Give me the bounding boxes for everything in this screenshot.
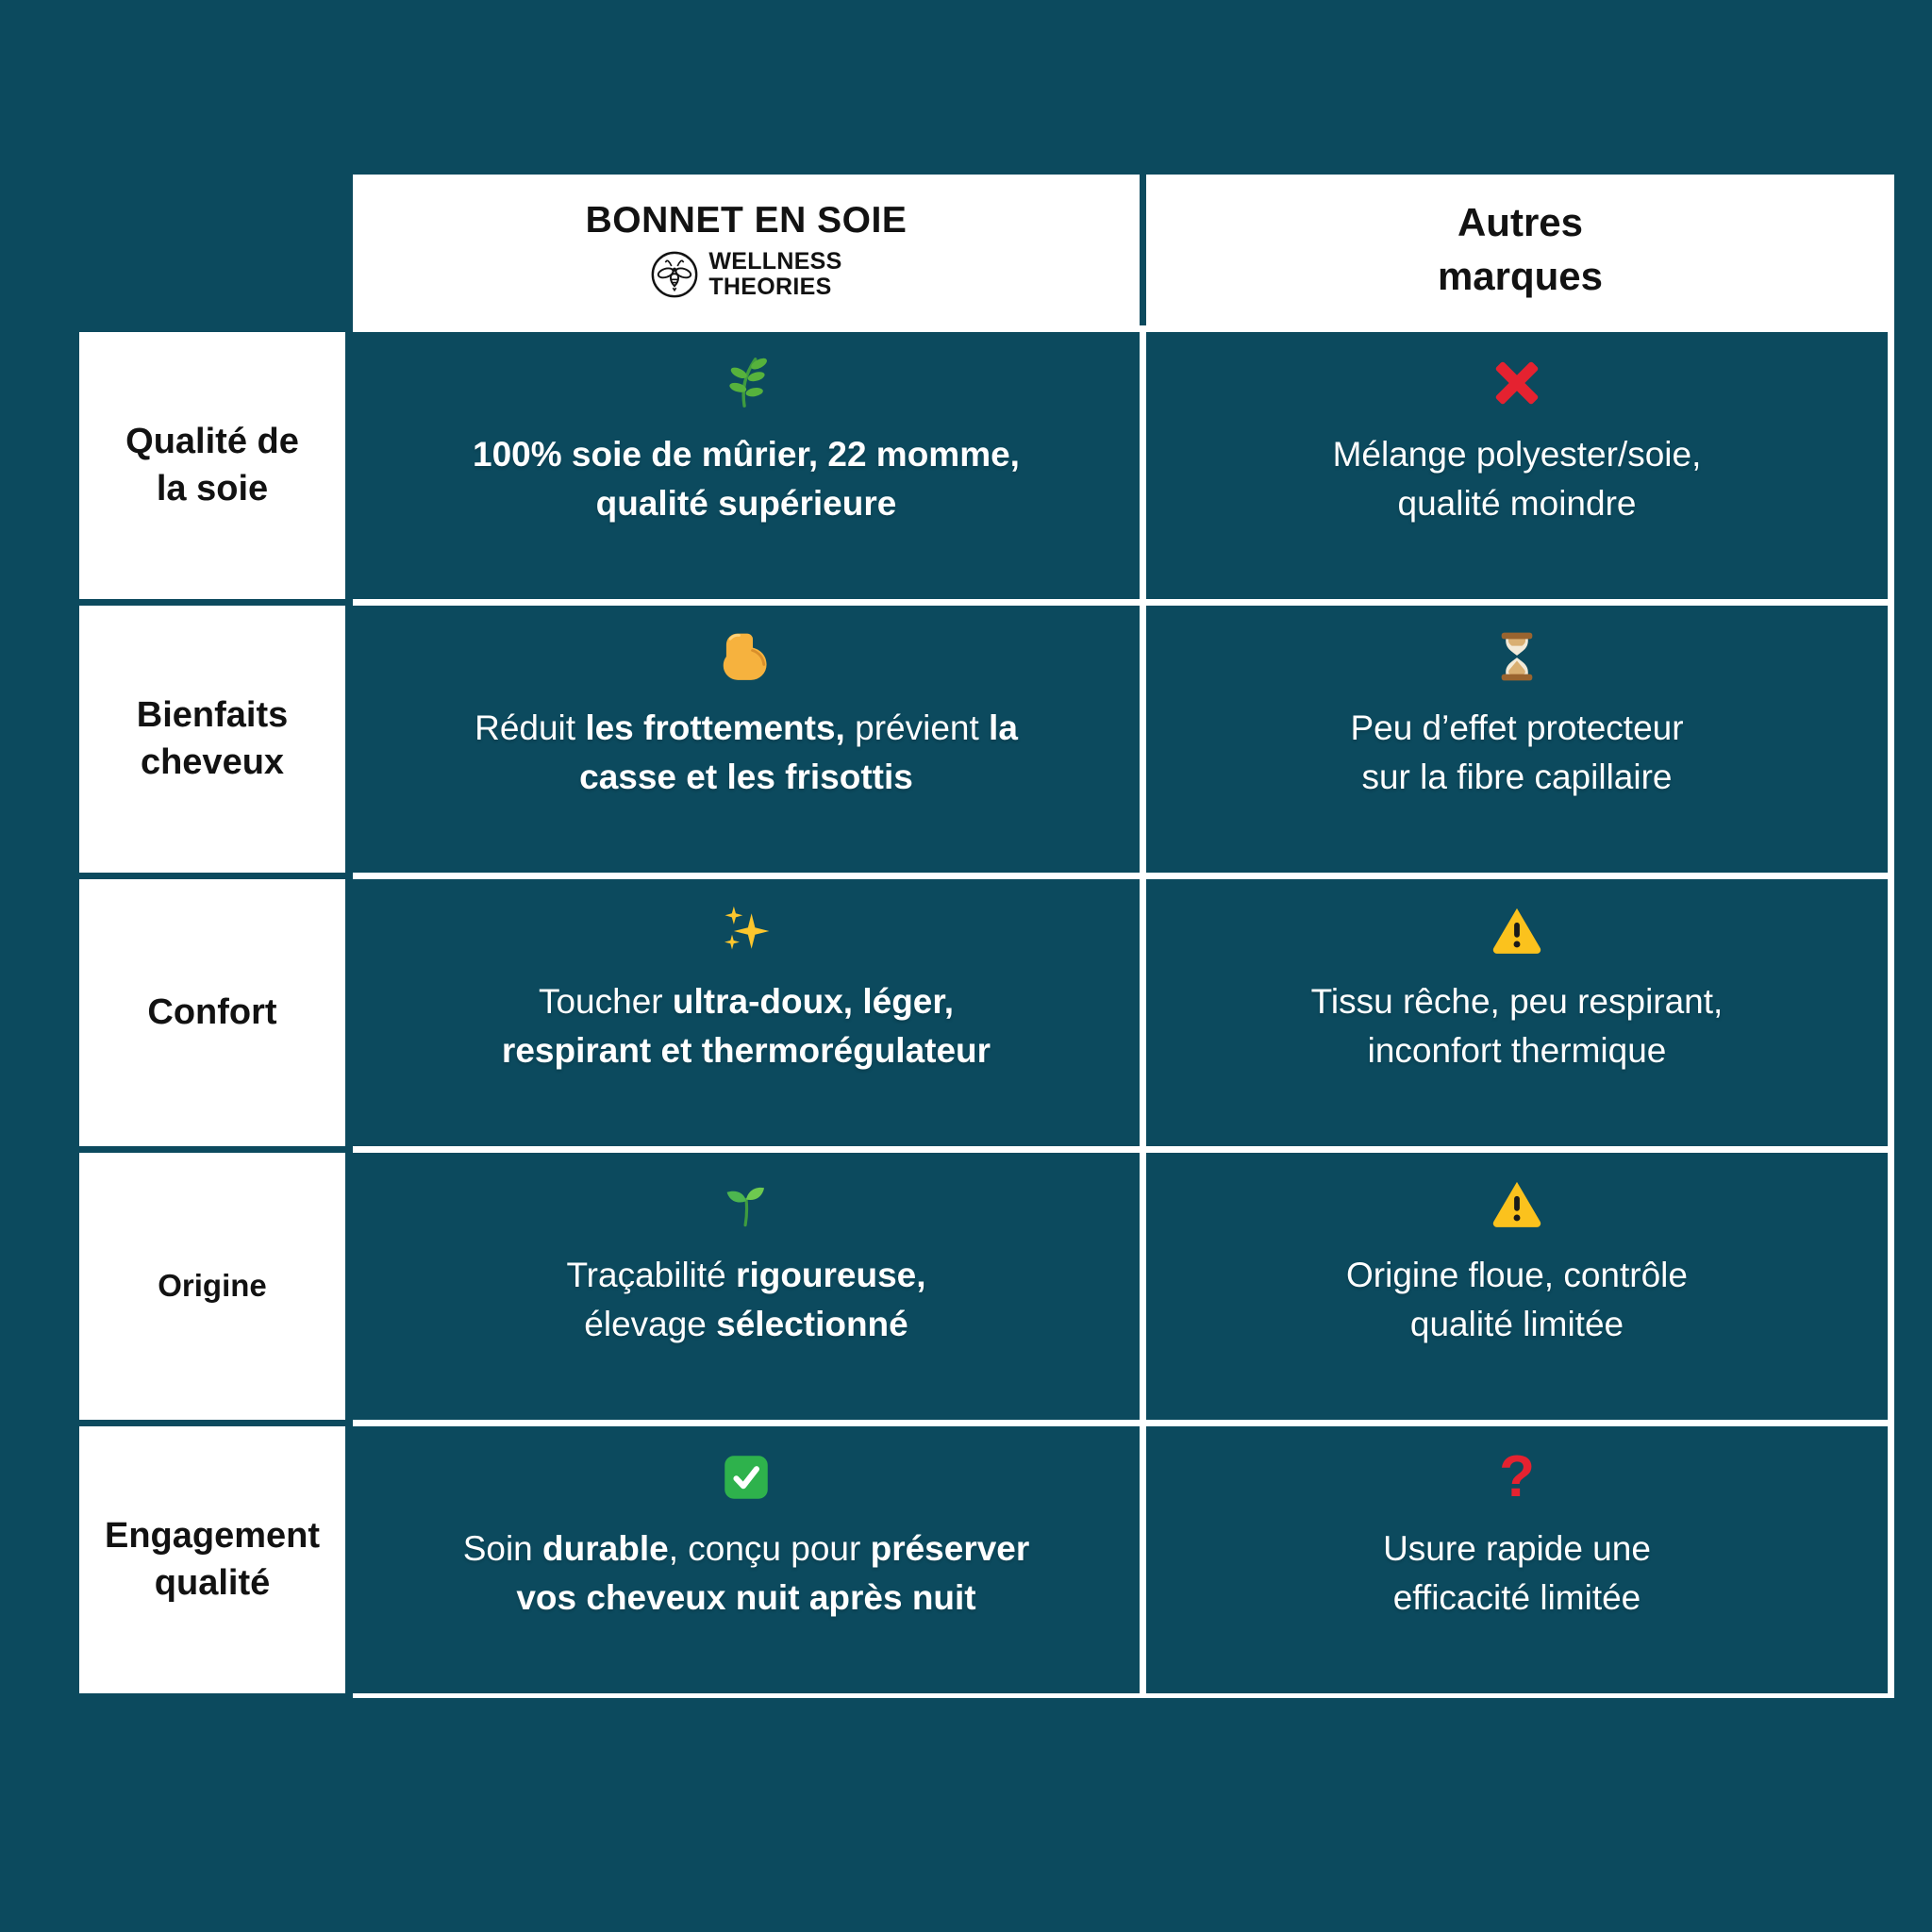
others-text: Mélange polyester/soie, qualité moindre bbox=[1332, 435, 1702, 523]
others-cell-bienfaits: Peu d’effet protecteur sur la fibre capi… bbox=[1146, 606, 1888, 873]
row-label-bienfaits: Bienfaits cheveux bbox=[79, 606, 345, 873]
label-line: cheveux bbox=[140, 741, 285, 782]
brand-cell-confort: Toucher ultra-doux, léger, respirant et … bbox=[353, 879, 1140, 1146]
brand-text: 100% soie de mûrier, 22 momme, qualité s… bbox=[473, 435, 1020, 523]
warning-icon bbox=[1490, 900, 1544, 960]
check-icon bbox=[720, 1447, 773, 1507]
label-line: Engagement bbox=[104, 1516, 321, 1557]
sparkles-icon bbox=[718, 900, 774, 960]
brand-text: Traçabilité rigoureuse, élevage sélectio… bbox=[566, 1256, 926, 1343]
brand-cell-origine: Traçabilité rigoureuse, élevage sélectio… bbox=[353, 1153, 1140, 1420]
bee-icon bbox=[651, 251, 698, 298]
brand-cell-bienfaits: Réduit les frottements, prévient la cass… bbox=[353, 606, 1140, 873]
warning-icon bbox=[1490, 1174, 1544, 1234]
row-label-origine: Origine bbox=[79, 1153, 345, 1420]
brand-text: Soin durable, conçu pour préserver vos c… bbox=[462, 1529, 1030, 1617]
cross-icon bbox=[1490, 353, 1544, 413]
label-line: Bienfaits bbox=[136, 695, 289, 736]
header-others-line2: marques bbox=[1437, 254, 1604, 298]
others-text: Origine floue, contrôle qualité limitée bbox=[1346, 1256, 1688, 1343]
header-column-divider bbox=[1140, 175, 1146, 325]
brand-logo-line1: WELLNESS bbox=[708, 248, 842, 275]
others-text: Peu d’effet protecteur sur la fibre capi… bbox=[1350, 708, 1684, 796]
hourglass-icon bbox=[1490, 626, 1544, 687]
row-label-confort: Confort bbox=[79, 879, 345, 1146]
label-line: Confort bbox=[147, 991, 277, 1032]
brand-cell-engagement: Soin durable, conçu pour préserver vos c… bbox=[353, 1426, 1140, 1693]
label-line: la soie bbox=[156, 468, 269, 508]
row-label-engagement: Engagement qualité bbox=[79, 1426, 345, 1693]
header-others: Autres marques bbox=[1146, 175, 1894, 325]
others-text: Tissu rêche, peu respirant, inconfort th… bbox=[1310, 982, 1724, 1070]
brand-logo: WELLNESS THEORIES bbox=[650, 249, 841, 300]
label-line: Qualité de bbox=[125, 422, 299, 462]
brand-logo-text: WELLNESS THEORIES bbox=[708, 249, 841, 300]
others-cell-confort: Tissu rêche, peu respirant, inconfort th… bbox=[1146, 879, 1888, 1146]
label-line: qualité bbox=[154, 1562, 271, 1603]
header-brand: BONNET EN SOIE WELLNESS THEORIES bbox=[353, 175, 1140, 325]
brand-cell-qualite-soie: 100% soie de mûrier, 22 momme, qualité s… bbox=[353, 332, 1140, 599]
others-cell-engagement: ? Usure rapide une efficacité limitée bbox=[1146, 1426, 1888, 1693]
brand-text: Réduit les frottements, prévient la cass… bbox=[475, 708, 1018, 796]
brand-title: BONNET EN SOIE bbox=[585, 200, 908, 241]
brand-logo-line2: THEORIES bbox=[708, 274, 832, 300]
herb-icon bbox=[717, 353, 775, 413]
brand-text: Toucher ultra-doux, léger, respirant et … bbox=[501, 982, 991, 1070]
others-text: Usure rapide une efficacité limitée bbox=[1383, 1529, 1651, 1617]
label-line: Origine bbox=[158, 1268, 267, 1304]
row-label-qualite-soie: Qualité de la soie bbox=[79, 332, 345, 599]
others-cell-qualite-soie: Mélange polyester/soie, qualité moindre bbox=[1146, 332, 1888, 599]
header-others-line1: Autres bbox=[1457, 200, 1584, 245]
seedling-icon bbox=[719, 1174, 774, 1234]
biceps-icon bbox=[718, 626, 774, 687]
question-icon: ? bbox=[1499, 1444, 1535, 1509]
others-cell-origine: Origine floue, contrôle qualité limitée bbox=[1146, 1153, 1888, 1420]
